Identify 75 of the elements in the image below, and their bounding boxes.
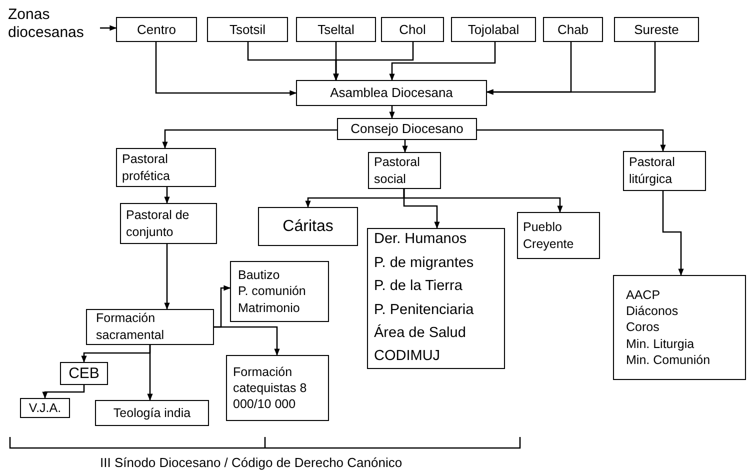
connector-arrow <box>155 42 297 96</box>
org-box <box>207 17 288 42</box>
org-box <box>60 362 108 385</box>
box-text: Chab <box>557 22 589 38</box>
connector-arrow <box>333 42 414 81</box>
box-text: Coros <box>626 319 660 336</box>
box-text: Der. Humanos <box>374 230 467 250</box>
org-box <box>623 151 706 191</box>
box-text: Cáritas <box>282 216 334 236</box>
org-box <box>258 207 358 246</box>
org-box <box>451 17 536 42</box>
org-box <box>614 17 699 42</box>
box-text: P. de la Tierra <box>374 277 462 296</box>
box-text: V.J.A. <box>28 400 62 416</box>
org-box <box>95 400 209 426</box>
box-text: Pastoral social <box>374 154 421 188</box>
box-text: Pastoral litúrgica <box>629 154 676 188</box>
box-text: Chol <box>399 22 426 38</box>
org-box <box>230 261 329 322</box>
org-box <box>517 212 600 259</box>
box-text: Diáconos <box>626 303 678 320</box>
box-text: P. Penitenciaria <box>374 300 474 320</box>
org-box <box>368 152 441 189</box>
connector-arrow <box>162 129 337 149</box>
connector-arrow <box>164 187 170 204</box>
org-box <box>116 148 216 187</box>
connector-arrow <box>402 140 408 153</box>
org-box <box>367 228 505 369</box>
connector-arrow <box>214 326 280 356</box>
connector-arrow <box>662 191 684 276</box>
box-text: Min. Liturgia <box>626 336 694 352</box>
box-text: Centro <box>136 22 176 38</box>
box-text: Pueblo Creyente <box>523 218 575 252</box>
box-text: Matrimonio <box>238 300 300 316</box>
box-text: AACP <box>626 286 660 304</box>
connector-arrow <box>100 25 117 31</box>
box-text: CODIMUJ <box>374 347 440 366</box>
box-text: Tsotsil <box>229 22 266 38</box>
box-text: Formación sacramental <box>96 310 166 344</box>
box-text: CEB <box>68 364 100 382</box>
box-text: Formación catequistas 8 000/10 000 <box>233 364 308 412</box>
zone-label: Zonas diocesanas <box>8 6 85 42</box>
org-box <box>86 309 214 345</box>
connector-arrow <box>389 42 496 81</box>
org-box <box>20 398 70 418</box>
box-text: Área de Salud <box>374 323 466 343</box>
connector-arrow <box>164 244 170 310</box>
org-box <box>381 17 444 42</box>
box-text: Sureste <box>634 22 679 38</box>
box-text: Tojolabal <box>468 22 520 38</box>
org-box <box>613 275 746 380</box>
box-text: P. comunión <box>238 283 306 300</box>
box-text: Min. Comunión <box>626 352 710 368</box>
connector-arrow <box>389 106 395 119</box>
bracket-caption: III Sínodo Diocesano / Código de Derecho Canónico <box>100 455 402 470</box>
connector-arrow <box>42 385 85 399</box>
box-text: Pastoral profética <box>122 150 171 184</box>
box-text: Asamblea Diocesana <box>330 85 453 101</box>
org-box <box>296 80 487 106</box>
org-box <box>226 355 329 421</box>
box-text: Bautizo <box>238 267 280 284</box>
org-box <box>337 118 477 140</box>
org-box <box>296 17 376 42</box>
box-text: Tseltal <box>318 22 354 38</box>
box-text: Consejo Diocesano <box>350 121 464 137</box>
org-box <box>543 17 603 42</box>
org-box <box>120 203 217 244</box>
connector-arrow <box>486 42 656 95</box>
box-text: P. de migrantes <box>374 254 474 273</box>
org-box <box>116 17 197 42</box>
box-text: Teología india <box>113 406 191 420</box>
box-text: Pastoral de conjunto <box>126 206 190 240</box>
connector-arrow <box>477 129 666 152</box>
connector-arrow <box>403 189 563 213</box>
connector-arrow <box>147 345 153 401</box>
